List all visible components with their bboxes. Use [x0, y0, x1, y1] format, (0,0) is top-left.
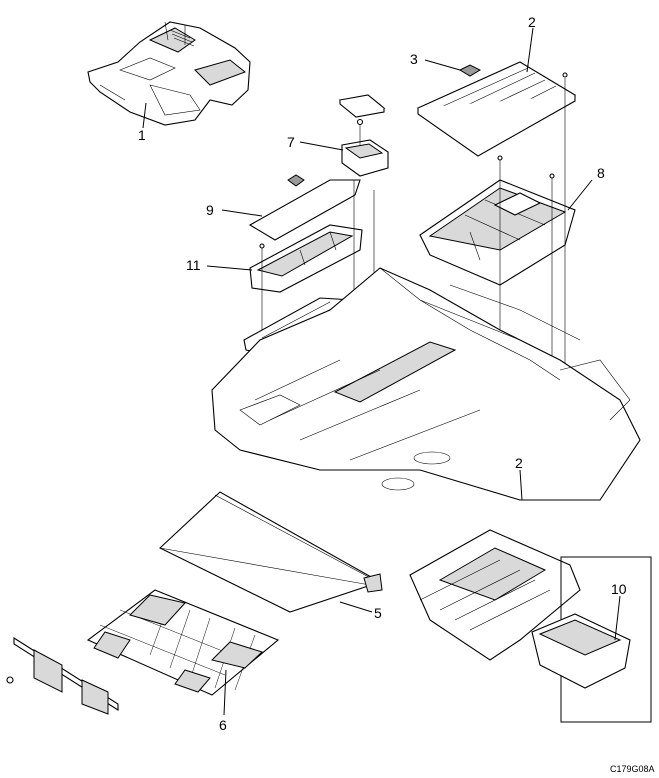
trunk-floor-panel-part [416, 61, 577, 157]
callout-3: 3 [410, 51, 418, 67]
callout-2-body: 2 [515, 455, 523, 471]
rear-storage-tray-part [249, 224, 363, 293]
cargo-net-part [86, 589, 280, 696]
seat-frame-part [409, 529, 581, 661]
small-cover-part [458, 64, 482, 77]
callout-11: 11 [186, 257, 201, 273]
drawing-code: C179G08A [610, 764, 655, 774]
callout-9: 9 [206, 202, 214, 218]
callout-6: 6 [219, 717, 227, 733]
vehicle-body-part [211, 267, 641, 501]
tray-cover-part [248, 174, 361, 241]
floor-carpet-part [87, 21, 251, 126]
callout-1: 1 [138, 127, 146, 143]
callout-2: 2 [528, 14, 536, 30]
storage-lid-part [338, 94, 386, 118]
under-seat-tray-part [531, 613, 631, 689]
callout-7: 7 [287, 134, 295, 150]
callout-5: 5 [374, 605, 382, 621]
cargo-cover-part [159, 491, 383, 613]
callout-10: 10 [611, 581, 627, 597]
small-storage-box-part [341, 139, 389, 177]
callout-8: 8 [597, 165, 605, 181]
side-net-part [6, 636, 119, 715]
